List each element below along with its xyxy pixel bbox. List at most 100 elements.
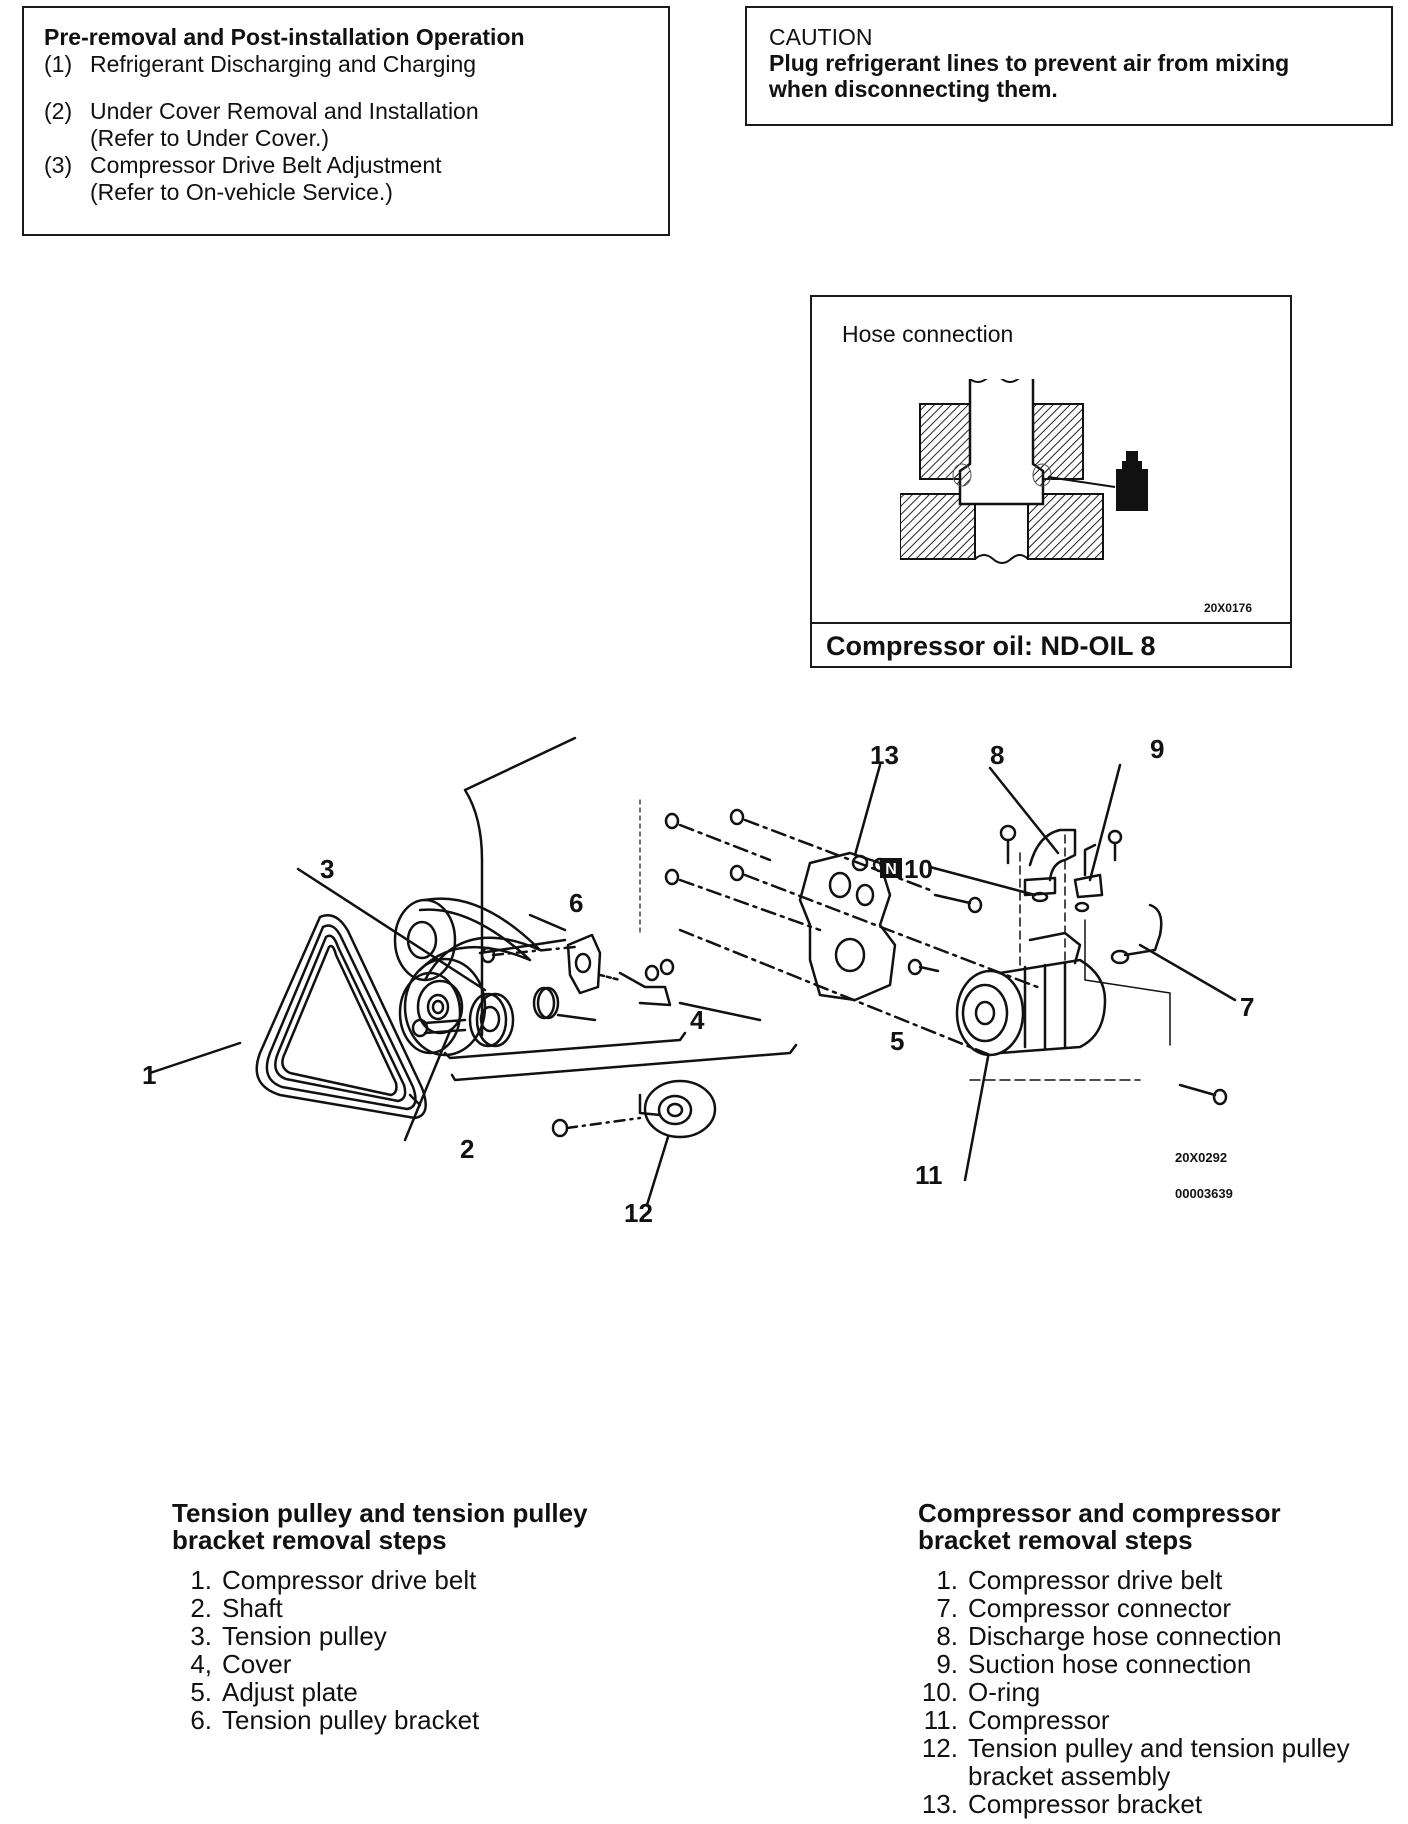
step-number: 3. [190, 1621, 212, 1651]
oil-leader-line [1047, 476, 1116, 488]
pipe [958, 379, 1045, 506]
step-number: 1. [190, 1565, 212, 1595]
o-ring-right [1032, 463, 1052, 487]
item-text: Under Cover Removal and Installation [90, 98, 479, 124]
bracket-side-bolt [933, 893, 983, 914]
step-text: O-ring [968, 1677, 1041, 1707]
pre-removal-item: (3) Compressor Drive Belt Adjustment [44, 152, 648, 179]
step-text: Shaft [222, 1593, 283, 1623]
callout-7: 7 [1240, 992, 1255, 1022]
bracket-bolt [480, 945, 577, 964]
wave-line [974, 554, 1029, 564]
list-item: 11.Compressor [918, 1706, 1398, 1734]
step-text: Compressor drive belt [222, 1565, 477, 1595]
compressor-oil-note: Compressor oil: ND-OIL 8 [812, 622, 1290, 666]
spacer [44, 78, 648, 98]
list-item: 4, Cover [172, 1650, 732, 1678]
compressor-connector [1110, 903, 1163, 965]
callout-8: 8 [990, 740, 1005, 770]
step-number: 9. [936, 1649, 958, 1679]
list-item: 13.Compressor bracket [918, 1790, 1398, 1818]
leader-5 [678, 1001, 762, 1022]
item-text: Compressor Drive Belt Adjustment [90, 152, 442, 178]
step-text: Compressor bracket [968, 1789, 1203, 1819]
shaft [411, 1018, 467, 1038]
oil-bottle-icon [1116, 451, 1148, 511]
caution-box: CAUTION Plug refrigerant lines to preven… [745, 6, 1393, 126]
step-number: 1. [936, 1565, 958, 1595]
step-text: Tension pulley and tension pulley [968, 1733, 1350, 1763]
compressor-removal-steps: Compressor and compressor bracket remova… [918, 1500, 1398, 1819]
caution-line-2: when disconnecting them. [769, 76, 1058, 102]
bracket-line [443, 1031, 687, 1060]
callout-12: 12 [624, 1198, 653, 1228]
list-item: bracket assembly [918, 1762, 1398, 1790]
item-subtext: (Refer to On-vehicle Service.) [90, 179, 393, 205]
exploded-view-diagram: N [148, 736, 1237, 1207]
step-text: Suction hose connection [968, 1649, 1252, 1679]
heading-line-1: Compressor and compressor [918, 1498, 1281, 1528]
hose-connection-illustration [900, 379, 1148, 564]
diagram-code-1: 20X0292 [1175, 1150, 1228, 1165]
list-item: 6. Tension pulley bracket [172, 1706, 732, 1734]
upper-left-block [919, 403, 976, 480]
step-text: Adjust plate [222, 1677, 358, 1707]
step-text: bracket assembly [968, 1761, 1171, 1791]
leader-7 [1138, 943, 1237, 1002]
step-number: 12. [921, 1733, 958, 1763]
bracket-lower-bolt [907, 958, 940, 976]
compressor-drive-belt [255, 914, 427, 1120]
pre-removal-item: (1) Refrigerant Discharging and Charging [44, 51, 648, 78]
leader-8 [988, 766, 1060, 855]
compressor-outline-box [969, 919, 1171, 1081]
belt-in-place [418, 897, 542, 982]
leader-9 [1088, 763, 1122, 882]
step-number: 10. [921, 1677, 958, 1707]
caution-title: CAUTION [769, 24, 873, 50]
callout-11: 11 [915, 1160, 943, 1190]
step-number: 4, [190, 1649, 212, 1679]
mounting-bolts [664, 808, 745, 886]
callout-5: 5 [890, 1026, 905, 1056]
callout-9: 9 [1150, 734, 1165, 764]
cover [532, 986, 560, 1020]
callout-4: 4 [690, 1005, 705, 1035]
list-item: 5. Adjust plate [172, 1678, 732, 1706]
hose-connection-box: Hose connection 20X0176 Compressor oil: … [810, 295, 1292, 668]
step-number: 7. [936, 1593, 958, 1623]
step-number: 6. [190, 1705, 212, 1735]
list-item: 1.Compressor drive belt [918, 1566, 1398, 1594]
leader-13 [853, 763, 882, 857]
step-number: 8. [936, 1621, 958, 1651]
bracket-group-line [450, 1043, 798, 1082]
list-item: 7.Compressor connector [918, 1594, 1398, 1622]
leader-3 [296, 867, 487, 992]
n-mark-box [880, 858, 902, 878]
step-number: 11. [923, 1705, 958, 1735]
tension-pulley [468, 992, 515, 1048]
suction-hose [1073, 829, 1123, 899]
n-mark-text: N [885, 861, 897, 878]
hose-connection-label: Hose connection [842, 321, 1014, 347]
callout-13: 13 [870, 740, 899, 770]
pre-removal-item: (2) Under Cover Removal and Installation [44, 98, 648, 125]
assembly-bolt [551, 1116, 642, 1138]
list-item: 2.Shaft [172, 1594, 732, 1622]
adjust-plate [598, 958, 675, 1007]
right-steps-heading: Compressor and compressor bracket remova… [918, 1500, 1398, 1554]
compressor-bolt [1178, 1083, 1228, 1106]
leader-11 [963, 1055, 990, 1182]
illustration-code: 20X0176 [1203, 601, 1252, 615]
list-item: 9. Suction hose connection [918, 1650, 1398, 1678]
callout-2: 2 [460, 1134, 475, 1164]
step-text: Tension pulley bracket [222, 1705, 480, 1735]
engine-outline [463, 736, 577, 1037]
tension-pulley-bracket [528, 913, 602, 995]
item-text: Refrigerant Discharging and Charging [90, 51, 477, 77]
step-text: Cover [222, 1649, 292, 1679]
list-item: 10. O-ring [918, 1678, 1398, 1706]
tension-pulley-removal-steps: Tension pulley and tension pulley bracke… [172, 1500, 732, 1735]
list-item: 12. Tension pulley and tension pulley [918, 1734, 1398, 1762]
caution-line-1: Plug refrigerant lines to prevent air fr… [769, 50, 1290, 76]
step-number: 5. [190, 1677, 212, 1707]
